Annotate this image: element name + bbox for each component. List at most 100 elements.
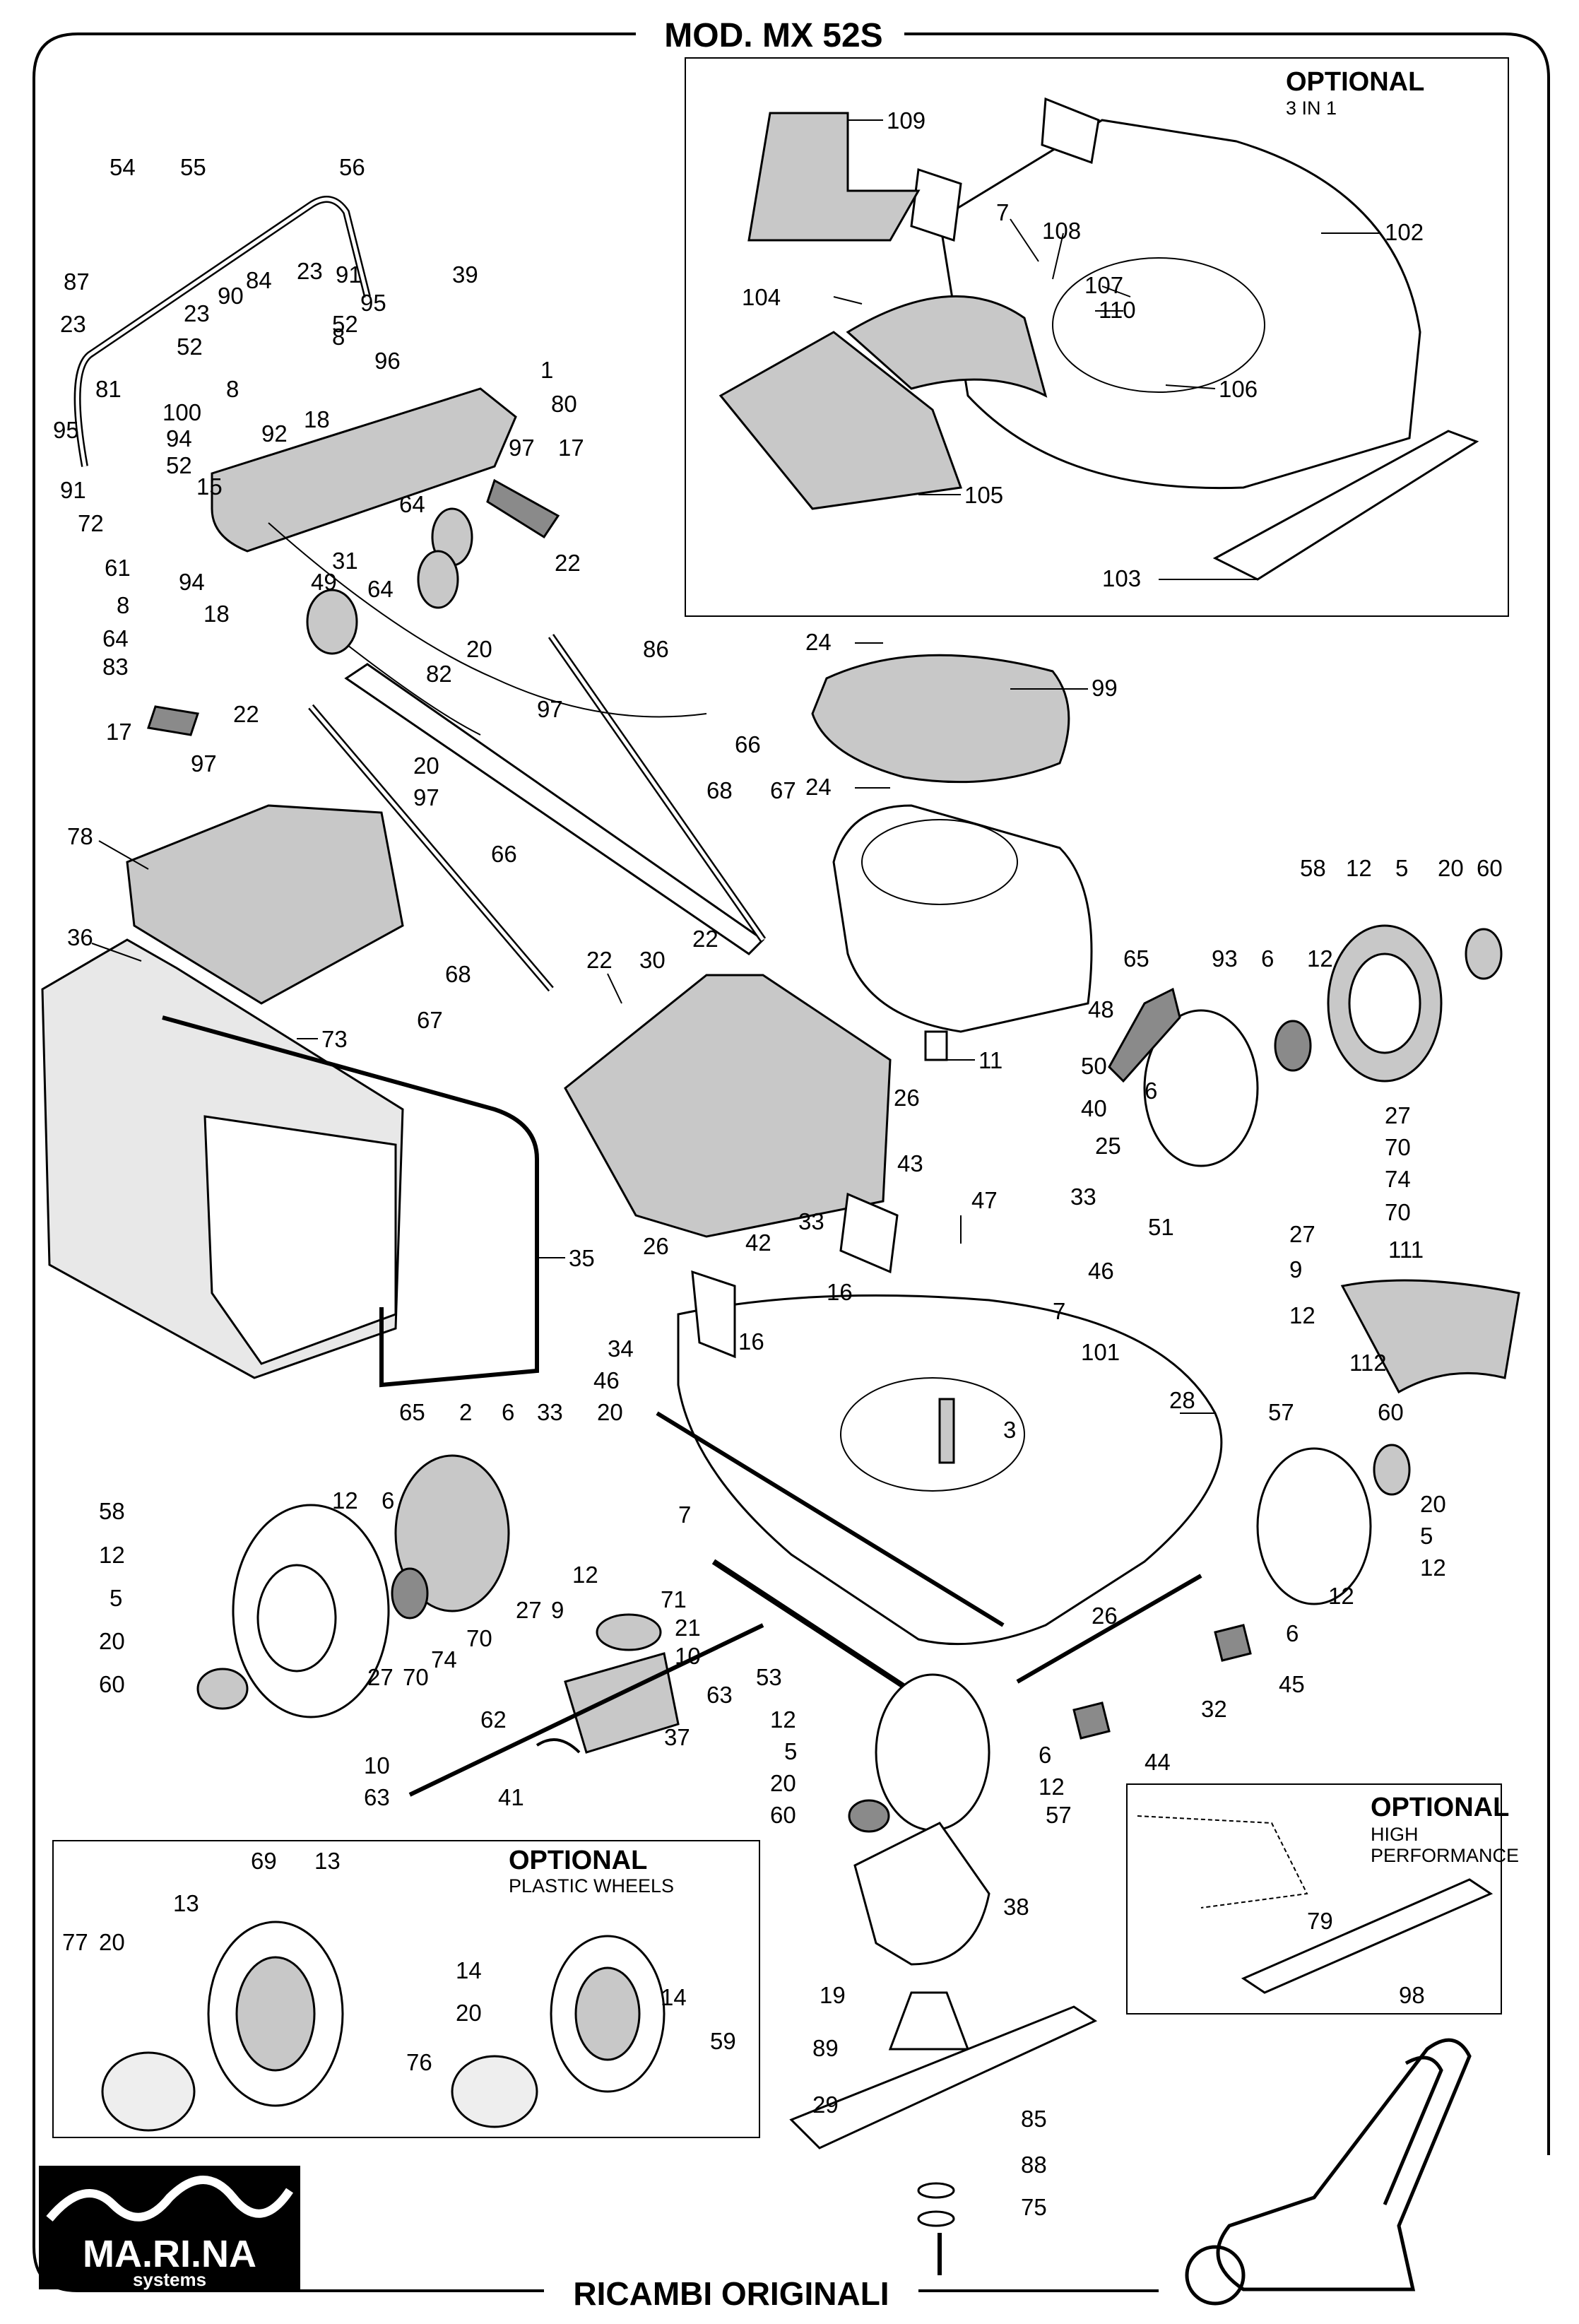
part-callout: 43 [897,1150,923,1176]
part-callout: 85 [1021,2106,1047,2132]
part-callout: 17 [106,719,132,745]
part-callout: 92 [261,420,288,447]
left-rear-wheel: 58 12 5 20 60 12 6 65 2 6 33 20 12 27 9 … [99,1399,623,1718]
part-callout: 49 [311,569,337,595]
part-callout: 62 [480,1706,507,1733]
part-callout: 40 [1081,1095,1107,1121]
part-callout: 20 [466,636,492,662]
part-callout: 1 [540,357,553,383]
part-callout: 45 [1279,1671,1305,1697]
part-callout: 72 [78,510,104,536]
part-callout: 22 [555,550,581,576]
part-callout: 14 [456,1957,482,1983]
part-callout: 70 [1385,1134,1411,1160]
part-callout: 10 [364,1752,390,1779]
part-callout: 81 [95,376,122,402]
part-callout: 67 [417,1007,443,1033]
part-callout: 30 [639,947,666,973]
part-callout: 5 [1395,855,1408,881]
part-callout: 86 [643,636,669,662]
part-callout: 13 [314,1848,341,1874]
part-callout: 64 [102,625,129,651]
rear-flap: 30 66 68 67 22 68 67 22 26 43 26 42 [417,777,923,1259]
part-callout: 6 [1286,1620,1299,1646]
optional-3in1-title: OPTIONAL [1286,67,1424,97]
part-callout: 97 [537,696,563,722]
part-callout: 5 [1420,1523,1433,1549]
handle-callouts: 54 55 56 87 84 23 91 39 23 23 90 95 52 5… [53,154,761,810]
part-callout: 5 [110,1585,122,1611]
part-callout: 33 [798,1208,824,1234]
part-callout: 19 [820,1982,846,2008]
part-callout: 102 [1385,219,1424,245]
part-callout: 27 [367,1664,394,1690]
part-callout: 6 [502,1399,514,1425]
part-callout: 44 [1145,1749,1171,1775]
part-callout: 11 [978,1047,1003,1073]
part-callout: 12 [332,1487,358,1514]
right-front-wheel: 57 60 20 5 12 12 6 [1256,1399,1446,1646]
part-callout: 60 [99,1671,125,1697]
part-callout: 73 [321,1026,348,1052]
part-callout: 51 [1148,1214,1174,1240]
part-callout: 58 [99,1498,125,1524]
part-callout: 52 [166,452,192,478]
part-callout: 109 [887,107,925,134]
part-callout: 42 [745,1229,771,1256]
part-callout: 63 [364,1784,390,1810]
part-callout: 27 [1385,1102,1411,1128]
part-callout: 12 [1039,1774,1065,1800]
optional-3in1-box: OPTIONAL 3 IN 1 109 7 108 102 107 104 11… [685,57,1509,617]
part-callout: 12 [770,1706,796,1733]
part-callout: 60 [1378,1399,1404,1425]
logo-name: MA.RI.NA [83,2233,256,2275]
part-callout: 22 [586,947,613,973]
part-callout: 91 [60,477,86,503]
part-callout: 26 [1092,1603,1118,1629]
part-callout: 88 [1021,2152,1047,2178]
logo-sub: systems [133,2269,206,2290]
part-callout: 24 [805,629,832,655]
part-callout: 12 [1346,855,1372,881]
footer-text: RICAMBI ORIGINALI [573,2275,889,2312]
part-callout: 27 [516,1597,542,1623]
part-callout: 108 [1042,218,1081,244]
part-callout: 75 [1021,2194,1047,2220]
part-callout: 64 [367,576,394,602]
part-callout: 66 [735,731,761,757]
part-callout: 97 [413,784,439,810]
part-callout: 37 [664,1724,690,1750]
part-callout: 74 [1385,1166,1411,1192]
part-callout: 47 [971,1187,998,1213]
part-callout: 87 [64,269,90,295]
part-callout: 46 [1088,1258,1114,1284]
part-callout: 66 [491,841,517,867]
part-callout: 95 [360,290,386,316]
part-callout: 23 [60,311,86,337]
part-callout: 7 [996,199,1009,225]
part-callout: 60 [1477,855,1503,881]
part-callout: 98 [1399,1982,1425,2008]
part-callout: 22 [233,701,259,727]
part-callout: 26 [643,1233,669,1259]
part-callout: 32 [1201,1696,1227,1722]
part-callout: 57 [1268,1399,1294,1425]
part-callout: 12 [99,1542,125,1568]
part-callout: 34 [608,1335,634,1362]
part-callout: 80 [551,391,577,417]
part-callout: 23 [184,300,210,326]
part-callout: 99 [1092,675,1118,701]
part-callout: 22 [692,926,718,952]
part-callout: 7 [678,1502,691,1528]
part-callout: 20 [99,1628,125,1654]
part-callout: 82 [426,661,452,687]
part-callout: 70 [466,1625,492,1651]
part-callout: 68 [706,777,733,803]
part-callout: 29 [812,2092,839,2118]
part-callout: 96 [374,348,401,374]
part-callout: 90 [218,283,244,309]
part-callout: 23 [297,258,323,284]
marina-logo: MA.RI.NA systems [39,2166,300,2290]
mower-deck: 47 16 16 46 7 101 34 46 28 3 7 33 51 [593,1187,1223,1706]
